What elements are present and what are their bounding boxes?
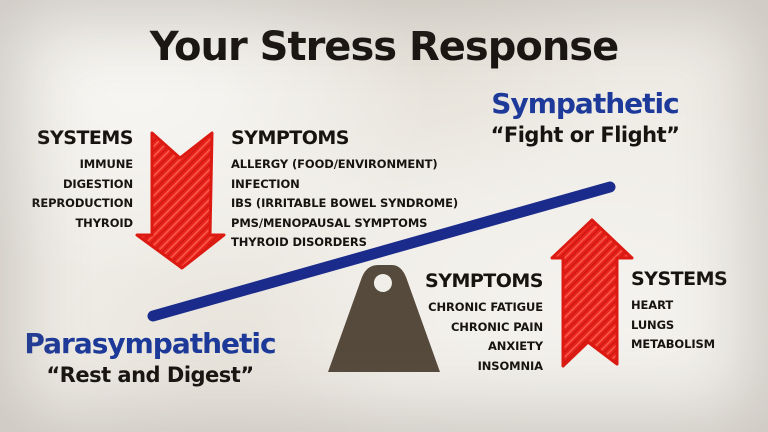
list-item: DIGESTION (62, 176, 133, 191)
list-item: ALLERGY (FOOD/ENVIRONMENT) (231, 157, 438, 171)
list-item: INFECTION (231, 176, 300, 191)
list-item: THYROID DISORDERS (231, 235, 367, 249)
list-item: METABOLISM (631, 337, 716, 351)
sympathetic-quote: “Fight or Flight” (490, 123, 680, 147)
list-item: HEART (631, 298, 674, 312)
systems-heading: SYSTEMS (631, 268, 728, 290)
sympathetic-label: Sympathetic (491, 87, 679, 120)
parasympathetic-systems-list: SYSTEMS IMMUNE DIGESTION REPRODUCTION TH… (22, 127, 134, 233)
parasympathetic-label: Parasympathetic (24, 327, 276, 360)
parasympathetic-quote: “Rest and Digest” (46, 363, 254, 387)
sympathetic-symptoms-list: SYMPTOMS CHRONIC FATIGUE CHRONIC PAIN AN… (353, 270, 543, 376)
list-item: CHRONIC FATIGUE (428, 300, 543, 314)
parasympathetic-heading-block: Parasympathetic “Rest and Digest” (14, 328, 286, 387)
symptoms-heading: SYMPTOMS (231, 127, 349, 149)
sympathetic-systems-list: SYSTEMS HEART LUNGS METABOLISM (631, 268, 756, 355)
list-item: PMS/MENOPAUSAL SYMPTOMS (231, 215, 428, 230)
list-item: REPRODUCTION (31, 196, 134, 210)
list-item: IBS (IRRITABLE BOWEL SYNDROME) (231, 196, 459, 210)
list-item: CHRONIC PAIN (450, 319, 543, 334)
systems-heading: SYSTEMS (36, 127, 134, 149)
list-item: THYROID (75, 215, 133, 230)
arrow-down-icon (135, 131, 226, 270)
parasympathetic-symptoms-list: SYMPTOMS ALLERGY (FOOD/ENVIRONMENT) INFE… (231, 127, 466, 253)
seesaw-fulcrum (328, 265, 440, 372)
list-item: LUNGS (631, 317, 675, 332)
list-item: IMMUNE (79, 157, 133, 171)
list-item: INSOMNIA (477, 358, 544, 373)
sympathetic-heading-block: Sympathetic “Fight or Flight” (448, 88, 722, 147)
list-item: ANXIETY (488, 339, 543, 353)
arrow-up-icon (550, 218, 634, 368)
symptoms-heading: SYMPTOMS (425, 270, 543, 292)
page-title: Your Stress Response (149, 24, 620, 70)
